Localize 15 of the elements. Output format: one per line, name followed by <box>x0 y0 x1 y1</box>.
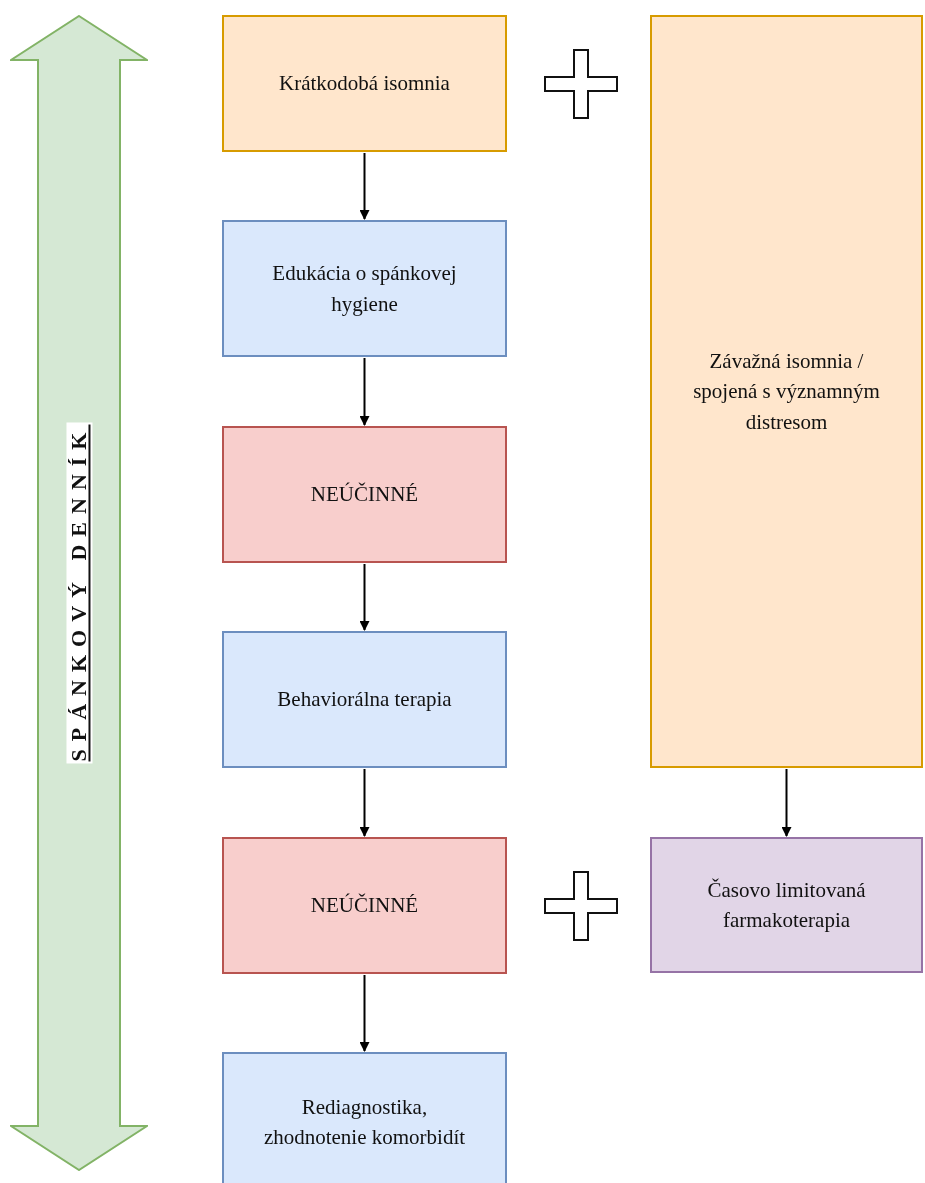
process-box: Krátkodobá isomnia <box>222 15 507 152</box>
arrow <box>359 768 370 837</box>
process-box: NEÚČINNÉ <box>222 837 507 974</box>
arrow <box>781 768 792 837</box>
process-box: NEÚČINNÉ <box>222 426 507 563</box>
process-box: Závažná isomnia / spojená s významným distresom <box>650 15 923 768</box>
process-box: Edukácia o spánkovej hygiene <box>222 220 507 357</box>
arrow <box>359 974 370 1052</box>
arrow <box>359 357 370 426</box>
process-box: Časovo limitovaná farmakoterapia <box>650 837 923 973</box>
process-box: Rediagnostika, zhodnotenie komorbidít <box>222 1052 507 1183</box>
process-box: Behaviorálna terapia <box>222 631 507 768</box>
band-label: SPÁNKOVÝ DENNÍK <box>66 422 92 764</box>
arrow <box>359 563 370 631</box>
arrow <box>359 152 370 220</box>
